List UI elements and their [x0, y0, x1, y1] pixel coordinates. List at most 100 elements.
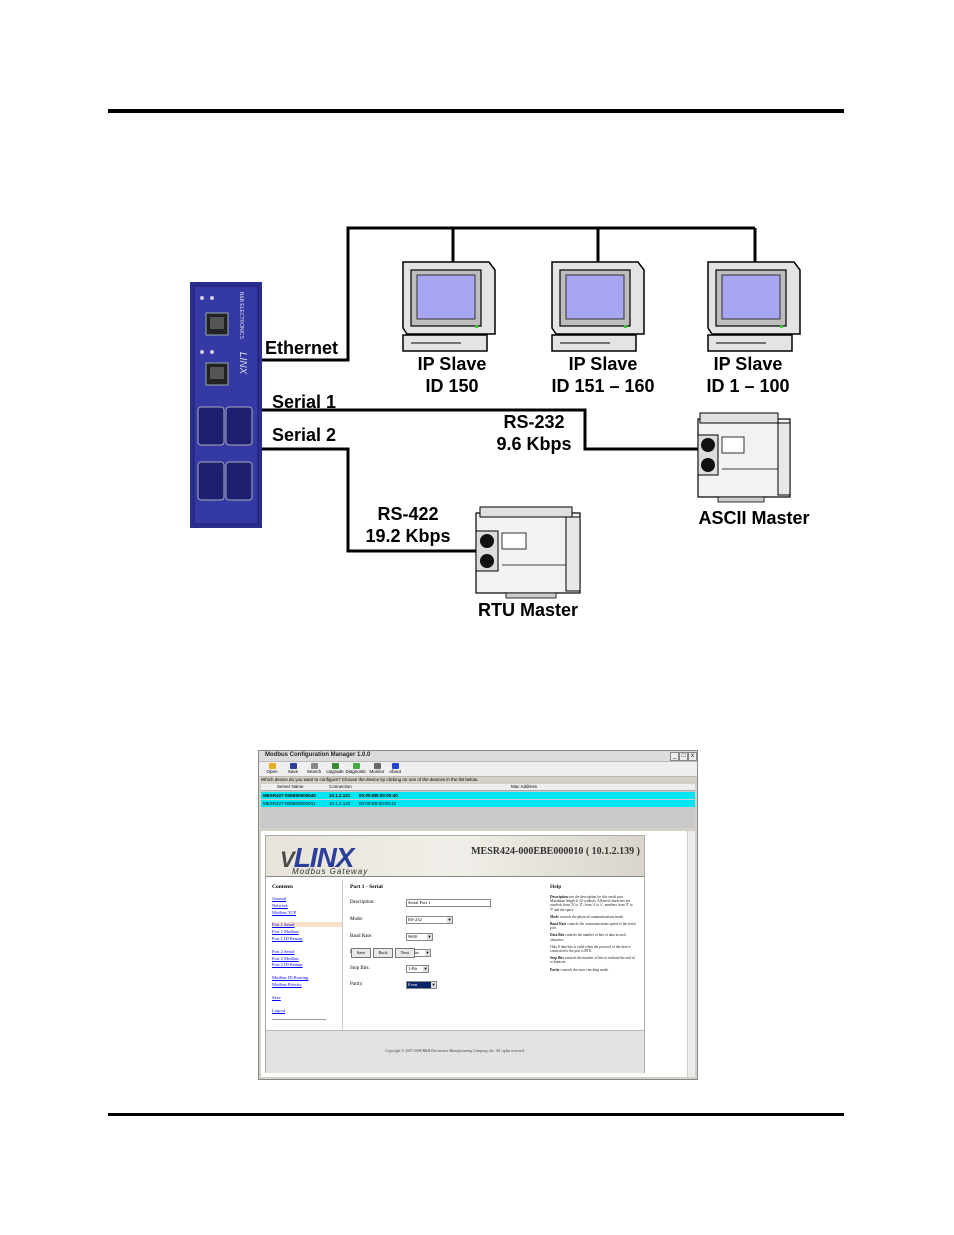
vertical-scrollbar[interactable]: [687, 831, 695, 1077]
nav-logout[interactable]: Logout: [272, 1007, 285, 1013]
nav-modbus-tcp[interactable]: Modbus TCP: [272, 909, 297, 915]
about-button[interactable]: About: [384, 762, 406, 776]
chevron-down-icon: ▼: [423, 966, 428, 972]
rs232-label: RS-232: [503, 412, 564, 432]
search-button[interactable]: Search: [303, 762, 325, 776]
title-bar: Modbus Configuration Manager 1.0.0 _ □ x: [259, 751, 697, 762]
description-input[interactable]: Serial Port 1: [406, 899, 491, 907]
rs422-speed: 19.2 Kbps: [365, 526, 450, 546]
device-list-header: Server Name Connection Mac Address: [261, 784, 695, 791]
nav-id-routing[interactable]: Modbus ID Routing: [272, 975, 309, 981]
chevron-down-icon: ▼: [427, 934, 432, 940]
help-text: controls the number of bits to indicate …: [550, 956, 635, 965]
computer-icon: [551, 261, 645, 352]
chevron-down-icon: ▼: [425, 950, 430, 956]
slave3-name: IP Slave: [714, 354, 783, 374]
gateway-brand: B&B ELECTRONICS: [238, 292, 244, 340]
contents-nav: Contents General Network Modbus TCP Port…: [272, 884, 342, 1014]
device-row[interactable]: MESR427-000B00000040 10.1.2.121 00:00:EB…: [261, 792, 695, 799]
mode-select[interactable]: RS-232▼: [406, 916, 453, 924]
rs232-speed: 9.6 Kbps: [496, 434, 571, 454]
nav-network[interactable]: Network: [272, 902, 288, 908]
description-label: Description:: [350, 900, 375, 905]
help-baud: Baud Rate controls the communications sp…: [550, 922, 636, 930]
nav-port2-remap[interactable]: Port 2 ID Remap: [272, 962, 303, 968]
parity-value: Even: [408, 982, 418, 987]
nav-port1-serial[interactable]: Port 1 Serial: [272, 922, 342, 928]
copyright-text: Copyright © 2007-2008 B&B Electronics Ma…: [385, 1049, 525, 1053]
plc-icon: [697, 412, 791, 503]
parity-select[interactable]: Even ▼: [406, 981, 437, 989]
config-manager-window: Modbus Configuration Manager 1.0.0 _ □ x…: [258, 750, 698, 1080]
baud-label: Baud Rate:: [350, 934, 373, 939]
device-mac: 00:00:EB:00:00:41: [359, 801, 397, 806]
window-title: Modbus Configuration Manager 1.0.0: [265, 752, 371, 758]
form-save-button[interactable]: Save: [351, 948, 371, 958]
baud-select[interactable]: 9600 ▼: [406, 933, 433, 941]
nav-save[interactable]: Save: [272, 994, 281, 1000]
vlinx-logo: VLINX: [280, 842, 354, 874]
help-key: Mode: [550, 914, 559, 919]
page-header: VLINX Modbus Gateway MESR424-000EBE00001…: [266, 836, 644, 877]
minimize-button[interactable]: _: [670, 752, 679, 761]
slave1-name: IP Slave: [418, 354, 487, 374]
help-mode: Mode controls the physical communication…: [550, 915, 636, 919]
top-rule: [108, 109, 844, 113]
device-row[interactable]: MESR427-000B00000041 10.1.2.123 00:00:EB…: [261, 800, 695, 807]
help-stopbits: Stop Bits controls the number of bits to…: [550, 956, 636, 964]
contents-title: Contents: [272, 884, 294, 890]
col-connection[interactable]: Connection: [329, 784, 352, 789]
device-list: Server Name Connection Mac Address MESR4…: [261, 784, 695, 828]
ethernet-label: Ethernet: [265, 338, 338, 358]
nav-port2-modbus[interactable]: Port 2 Modbus: [272, 955, 299, 961]
help-text: sets the description for this serial por…: [550, 895, 633, 912]
chevron-down-icon: ▼: [431, 982, 436, 988]
upgrade-button[interactable]: Upgrade: [324, 762, 346, 776]
help-icon: [391, 763, 399, 769]
page-footer: Copyright © 2007-2008 B&B Electronics Ma…: [266, 1030, 644, 1073]
diagnostic-label: Diagnostic: [345, 769, 367, 774]
nav-priority[interactable]: Modbus Priority: [272, 981, 302, 987]
search-label: Search: [306, 769, 322, 774]
device-prompt: Which device do you want to configure? C…: [261, 777, 479, 782]
network-diagram: B&B ELECTRONICS LINX: [190, 226, 810, 620]
close-button[interactable]: x: [688, 752, 697, 761]
nav-port2-serial[interactable]: Port 2 Serial: [272, 948, 295, 954]
nav-port1-remap[interactable]: Port 1 ID Remap: [272, 935, 303, 941]
nav-general[interactable]: General: [272, 896, 287, 901]
chevron-down-icon: ▼: [447, 917, 452, 923]
save-label: Save: [287, 769, 299, 774]
gateway-logo: LINX: [237, 352, 248, 375]
logo-prefix: V: [280, 847, 295, 872]
computer-icon: [707, 261, 801, 352]
nav-port1-modbus[interactable]: Port 1 Modbus: [272, 929, 299, 935]
monitor-button[interactable]: Monitor: [366, 762, 388, 776]
web-config-pane: VLINX Modbus Gateway MESR424-000EBE00001…: [261, 831, 695, 1077]
col-server-name[interactable]: Server Name: [277, 784, 304, 789]
stopbits-select[interactable]: 1-Bit▼: [406, 965, 429, 973]
help-databits: Data Bits controls the number of bits of…: [550, 933, 636, 941]
save-button[interactable]: Save: [282, 762, 304, 776]
monitor-icon: [373, 763, 381, 769]
serial2-label: Serial 2: [272, 425, 336, 445]
help-rtu-note: Only 8 data bits is valid when the proto…: [550, 944, 631, 954]
computer-icon: [402, 261, 496, 352]
open-label: Open: [266, 769, 278, 774]
maximize-button[interactable]: □: [679, 752, 688, 761]
form-back-button[interactable]: Back: [373, 948, 393, 958]
device-name: MESR427-000B00000040: [263, 793, 316, 798]
ascii-master-label: ASCII Master: [698, 508, 809, 528]
serial1-label: Serial 1: [272, 392, 336, 412]
help-key: Baud Rate: [550, 922, 567, 927]
help-key: Stop Bits: [550, 956, 564, 961]
baud-value: 9600: [408, 934, 417, 939]
help-text: controls the number of bits of data in e…: [550, 933, 626, 942]
form-title: Port 1 - Serial: [350, 884, 383, 890]
diagnostic-button[interactable]: Diagnostic: [345, 762, 367, 776]
nav-divider: [272, 1019, 326, 1020]
device-connection: 10.1.2.123: [329, 801, 351, 806]
device-name: MESR427-000B00000041: [263, 801, 316, 806]
form-next-button[interactable]: Next: [395, 948, 415, 958]
col-mac-address[interactable]: Mac Address: [511, 784, 538, 789]
open-button[interactable]: Open: [261, 762, 283, 776]
